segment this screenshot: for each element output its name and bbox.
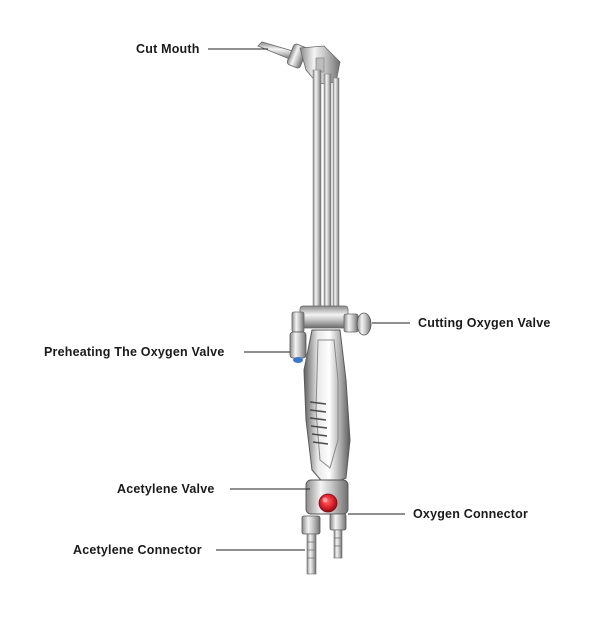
connector-body bbox=[301, 479, 349, 575]
acetylene-hose-barb bbox=[306, 533, 317, 575]
label-preheating-oxygen-valve: Preheating The Oxygen Valve bbox=[44, 345, 225, 359]
oxygen-hose-barb bbox=[333, 529, 343, 559]
torch-tubes bbox=[312, 69, 340, 321]
preheating-oxygen-valve-knob bbox=[289, 331, 307, 359]
blue-indicator bbox=[293, 357, 303, 363]
leader-lines bbox=[208, 48, 410, 551]
label-cutting-oxygen-valve: Cutting Oxygen Valve bbox=[418, 316, 551, 330]
label-acetylene-valve: Acetylene Valve bbox=[117, 482, 215, 496]
label-acetylene-connector: Acetylene Connector bbox=[73, 543, 202, 557]
label-oxygen-connector: Oxygen Connector bbox=[413, 507, 529, 521]
torch-handle bbox=[303, 329, 351, 487]
label-cut-mouth: Cut Mouth bbox=[136, 42, 200, 56]
cutting-oxygen-valve-knob bbox=[356, 312, 372, 336]
oxygen-red-knob bbox=[318, 493, 338, 513]
valve-block bbox=[289, 305, 372, 363]
